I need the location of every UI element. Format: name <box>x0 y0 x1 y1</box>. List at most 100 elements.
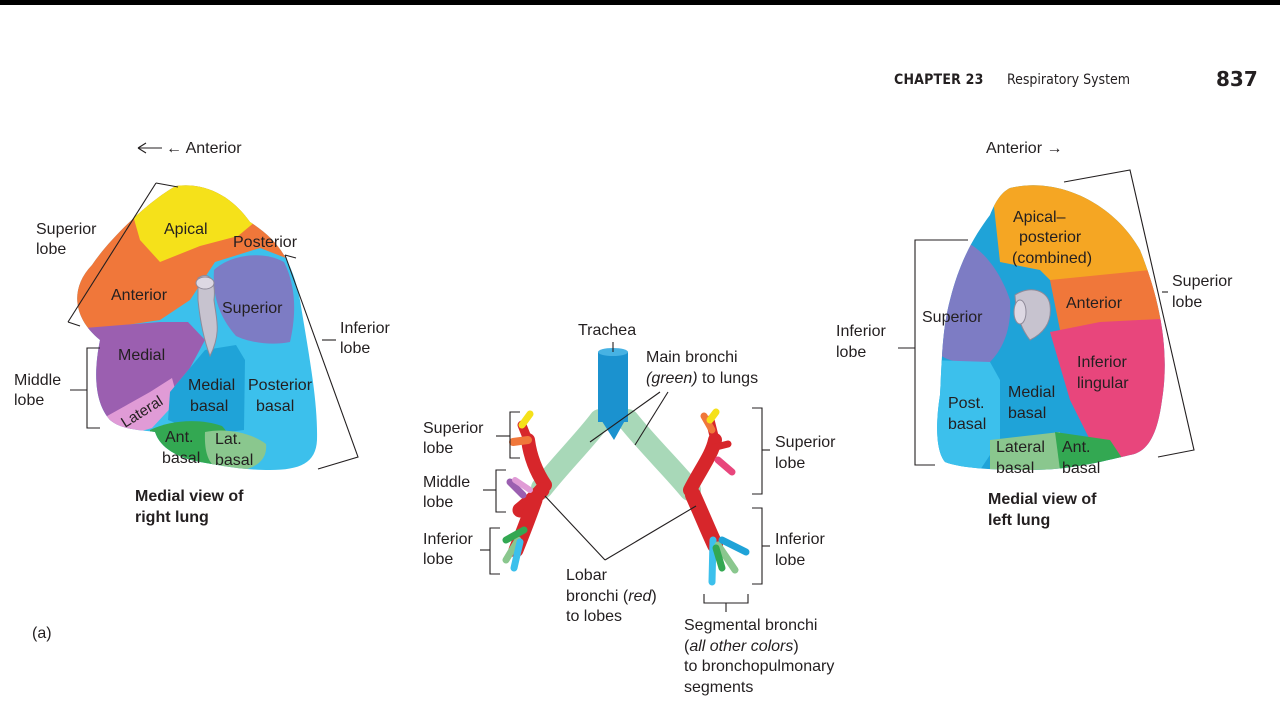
label-br-inferior-lobe-1: Inferior <box>423 531 473 548</box>
right-inferior-segment-c <box>718 536 750 556</box>
hilum-opening-l <box>1013 299 1027 325</box>
br-right-superior-bracket <box>752 407 763 495</box>
label-apical-posterior-1: Apical– <box>1013 209 1066 226</box>
label-lateral-basal-1: Lateral <box>996 439 1045 456</box>
caption-left-lung-1: Medial view of <box>988 491 1097 508</box>
main-bronchi-leader-2 <box>634 391 669 446</box>
right-inferior-segment-b <box>714 541 739 574</box>
label-superior-lobe-1: Superior <box>36 221 97 238</box>
inferior-lobe-bracket-tick <box>284 254 297 259</box>
label-middle-lobe-1: Middle <box>14 372 61 389</box>
label-br-superior-lobe-2: lobe <box>423 440 453 457</box>
main-bronchi-rest: to lungs <box>698 370 758 387</box>
label-lateral-basal-2: basal <box>996 460 1034 477</box>
label-medial-basal-l-2: basal <box>1008 405 1046 422</box>
br-inferior-bracket <box>489 527 500 575</box>
label-posterior: Posterior <box>233 234 298 251</box>
caption-right-lung-1: Medial view of <box>135 488 244 505</box>
br-right-inferior-bracket <box>752 507 763 585</box>
left-lung: Apical– posterior (combined) Anterior Su… <box>836 140 1233 529</box>
label-medial-basal-2: basal <box>190 398 228 415</box>
segment-lateral-basal-region <box>990 432 1065 470</box>
direction-anterior-right: Anterior → <box>986 140 1062 157</box>
br-middle-bracket <box>495 469 506 513</box>
label-inferior-lobe-2: lobe <box>340 340 370 357</box>
label-superior-l: Superior <box>922 309 983 326</box>
label-apical: Apical <box>164 221 208 238</box>
segment-superior-region <box>213 255 295 344</box>
label-anterior-l: Anterior <box>1066 295 1123 312</box>
left-inferior-segment-b <box>510 538 524 572</box>
inferior-lobe-bracket <box>284 254 359 470</box>
label-ant-basal-l-2: basal <box>1062 460 1100 477</box>
label-inferior-lingular-2: lingular <box>1077 375 1129 392</box>
label-posterior-basal-2: basal <box>256 398 294 415</box>
direction-anterior-left: ← Anterior <box>166 140 242 157</box>
l-inferior-lobe-bracket <box>914 239 968 466</box>
lobar-bronchi-red: red <box>628 588 652 605</box>
label-post-basal-2: basal <box>948 416 986 433</box>
trachea-tube <box>598 352 628 422</box>
middle-lobe-bracket <box>86 347 100 429</box>
segment-anterior-region-l <box>1050 270 1165 330</box>
br-superior-bracket <box>509 411 520 459</box>
chapter-label: CHAPTER 23 <box>894 72 984 88</box>
label-inferior-lingular-1: Inferior <box>1077 354 1127 371</box>
label-br-right-superior-1: Superior <box>775 434 836 451</box>
segment-lateral-region <box>100 378 178 440</box>
segmental-colors: all other colors <box>689 638 793 655</box>
label-lat-basal-2: basal <box>215 452 253 469</box>
label-l-inferior-lobe-2: lobe <box>836 344 866 361</box>
segment-lat-basal-region <box>204 430 267 470</box>
right-main-bronchus <box>617 409 701 501</box>
label-l-superior-lobe-2: lobe <box>1172 294 1202 311</box>
left-middle-segment-b <box>512 477 533 493</box>
label-br-inferior-lobe-2: lobe <box>423 551 453 568</box>
superior-lobe-bracket-line <box>67 182 157 323</box>
label-segmental-4: segments <box>684 679 753 696</box>
superior-lobe-bracket-tick1 <box>155 182 179 188</box>
label-middle-lobe-2: lobe <box>14 392 44 409</box>
label-medial-basal-1: Medial <box>188 377 235 394</box>
right-superior-segment-b <box>700 412 716 434</box>
right-lingular-lobar <box>708 440 732 452</box>
label-l-inferior-lobe-1: Inferior <box>836 323 886 340</box>
label-ant-basal-1: Ant. <box>165 429 193 446</box>
label-post-basal-1: Post. <box>948 395 984 412</box>
label-lat-basal-1: Lat. <box>215 431 242 448</box>
label-lobar-bronchi-2: bronchi (red) <box>566 588 657 605</box>
hilum-opening <box>195 276 215 290</box>
label-superior-lobe-2: lobe <box>36 241 66 258</box>
right-inferior-segment-a <box>708 536 717 586</box>
label-main-bronchi-2: (green) to lungs <box>646 370 758 387</box>
trachea-carina <box>598 415 628 440</box>
label-superior: Superior <box>222 300 283 317</box>
right-superior-segment-c <box>706 408 720 424</box>
label-lobar-bronchi-1: Lobar <box>566 567 608 584</box>
label-segmental-3: to bronchopulmonary <box>684 658 834 675</box>
superior-lobe-bracket-tick2 <box>67 321 81 327</box>
label-apical-posterior-3: (combined) <box>1012 250 1092 267</box>
label-medial-basal-l-1: Medial <box>1008 384 1055 401</box>
figure-part-label: (a) <box>32 625 52 642</box>
caption-left-lung-2: left lung <box>988 512 1050 529</box>
label-ant-basal-2: basal <box>162 450 200 467</box>
arrow-head-left <box>137 142 147 154</box>
main-bronchi-green: (green) <box>646 370 698 387</box>
label-posterior-basal-1: Posterior <box>248 377 313 394</box>
label-medial: Medial <box>118 347 165 364</box>
label-br-middle-lobe-2: lobe <box>423 494 453 511</box>
label-inferior-lobe-1: Inferior <box>340 320 390 337</box>
page-number: 837 <box>1216 67 1258 91</box>
label-anterior: Anterior <box>111 287 168 304</box>
bronchial-tree: Trachea Main bronchi (green) to lungs Lo… <box>423 322 836 696</box>
lobar-bronchi-pre: bronchi ( <box>566 588 629 605</box>
label-segmental-2: (all other colors) <box>684 638 799 655</box>
left-main-bronchus <box>531 409 611 499</box>
label-br-superior-lobe-1: Superior <box>423 420 484 437</box>
right-lung: Apical Posterior Anterior Superior Media… <box>14 140 390 526</box>
label-trachea: Trachea <box>578 322 636 339</box>
label-br-right-inferior-2: lobe <box>775 552 805 569</box>
left-superior-lobar <box>521 433 552 492</box>
